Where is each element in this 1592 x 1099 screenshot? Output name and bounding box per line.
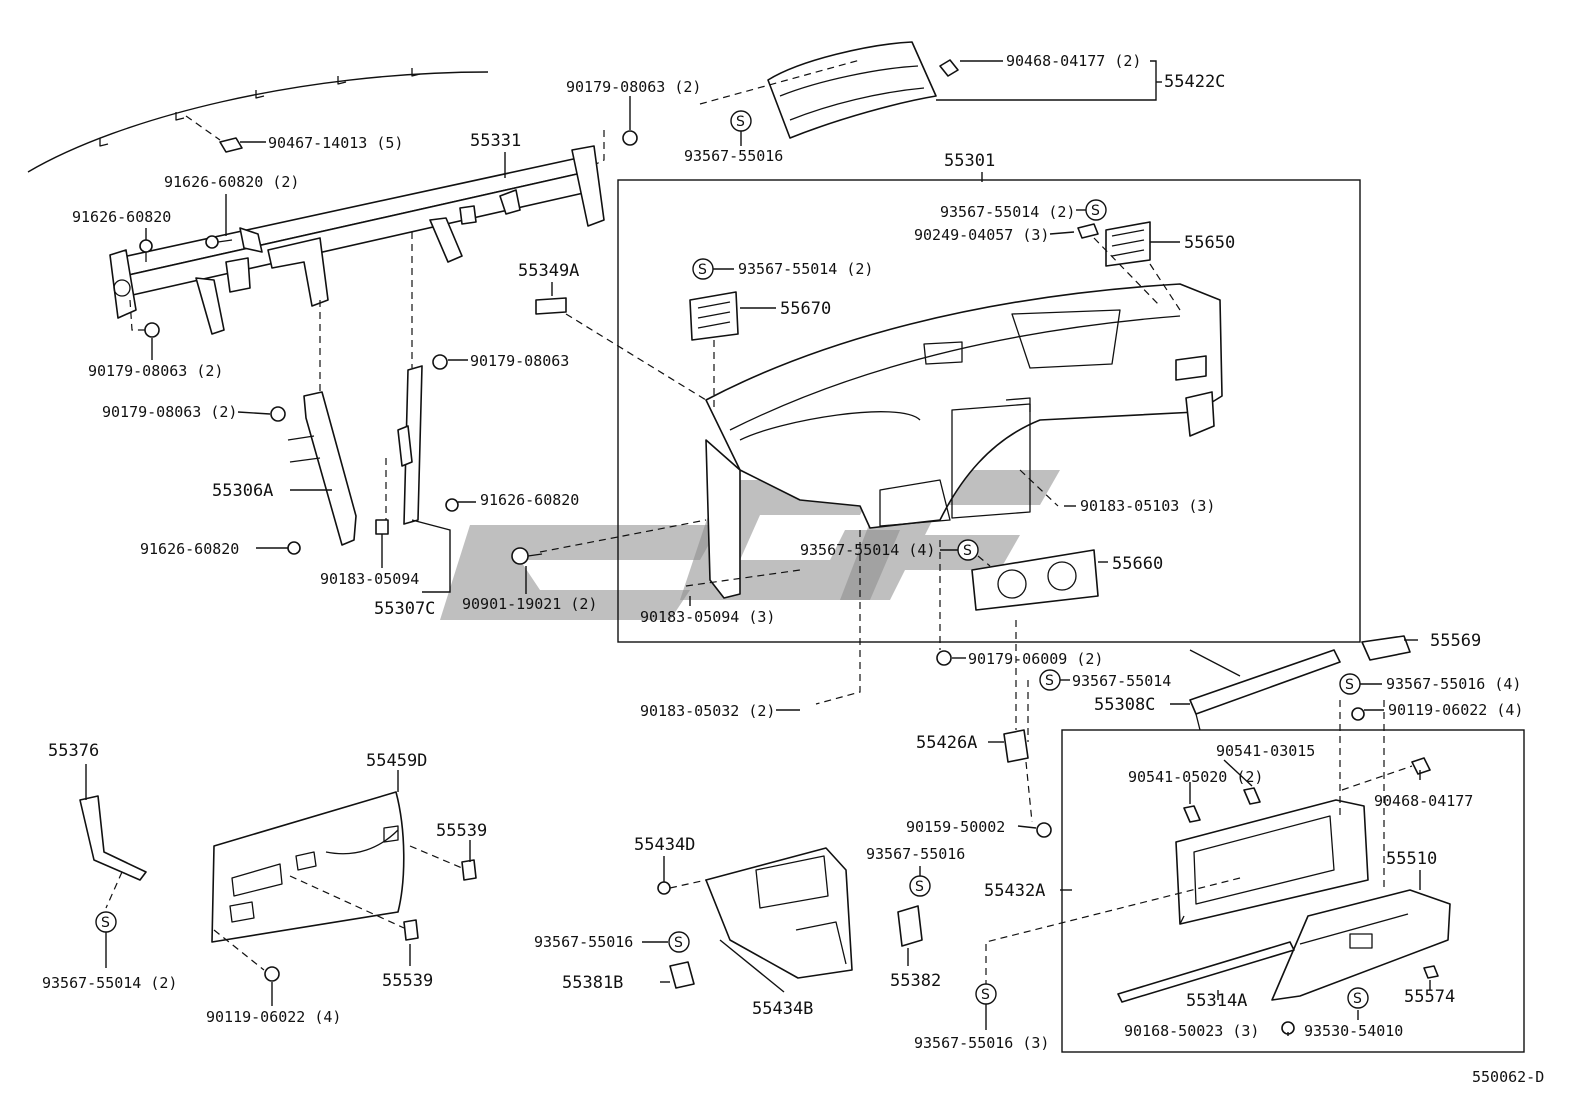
label-93567-55016: 93567-55016 (3) [914,1034,1049,1052]
label-55314A: 55314A [1186,991,1247,1011]
label-91626-60820: 91626-60820 (2) [164,173,299,191]
label-90119-06022: 90119-06022 (4) [206,1008,341,1026]
label-93567-55016: 93567-55016 [534,933,633,951]
label-90541-05020: 90541-05020 (2) [1128,768,1263,786]
strip-55349A [535,297,567,315]
cluster-hood-55422C [767,41,959,139]
label-55426A: 55426A [916,733,977,753]
label-90179-08063: 90179-08063 (2) [566,78,701,96]
svg-text:S: S [698,262,707,278]
label-90467-14013: 90467-14013 (5) [268,134,403,152]
glovebox-frame-55432A [1175,799,1369,925]
bracket-55426A [936,650,1052,838]
label-55306A: 55306A [212,481,273,501]
svg-text:S: S [674,935,683,951]
label-90179-08063: 90179-08063 (2) [88,362,223,380]
label-93567-55016: 93567-55016 (4) [1386,675,1521,693]
brace-55307C [375,365,423,535]
label-55434D: 55434D [634,835,695,855]
label-55569: 55569 [1430,631,1481,651]
label-90179-08063: 90179-08063 (2) [102,403,237,421]
label-93567-55014: 93567-55014 (2) [42,974,177,992]
label-90183-05103: 90183-05103 (3) [1080,497,1215,515]
label-90179-08063: 90179-08063 [470,352,569,370]
part-55569 [1361,635,1411,661]
label-55331: 55331 [470,131,521,151]
label-93567-55016: 93567-55016 [684,147,783,165]
label-93567-55014: 93567-55014 [1072,672,1171,690]
svg-text:S: S [1045,673,1054,689]
label-55650: 55650 [1184,233,1235,253]
bolt-icon [139,130,638,565]
label-55670: 55670 [780,299,831,319]
label-93567-55014: 93567-55014 (2) [738,260,873,278]
diagram-id: 550062-D [1472,1068,1544,1086]
label-55301: 55301 [944,151,995,171]
vent-icon [689,221,1151,611]
label-55459D: 55459D [366,751,427,771]
label-93567-55016: 93567-55016 [866,845,965,863]
svg-text:S: S [981,987,990,1003]
panel-assembly-box [617,179,1361,643]
label-90249-04057: 90249-04057 (3) [914,226,1049,244]
instrument-panel-55301 [705,283,1223,599]
bracket-55382 [897,905,923,947]
label-55432A: 55432A [984,881,1045,901]
label-55539: 55539 [436,821,487,841]
bracket-55306A [287,391,357,546]
label-90183-05094: 90183-05094 (3) [640,608,775,626]
glovebox-hinge-55314A [1117,941,1295,1003]
label-55574: 55574 [1404,987,1455,1007]
label-93530-54010: 93530-54010 [1304,1022,1403,1040]
part-labels: 55422C 90468-04177 (2) 93567-55016 90179… [42,52,1544,1086]
console-55434B [657,847,853,989]
glovebox-door-55510 [1271,889,1451,1001]
svg-text:S: S [1353,991,1362,1007]
fastener-icon [1183,707,1439,1035]
svg-text:S: S [736,114,745,130]
svg-text:S: S [101,915,110,931]
label-55510: 55510 [1386,849,1437,869]
label-55349A: 55349A [518,261,579,281]
label-55307C: 55307C [374,599,435,619]
label-55422C: 55422C [1164,72,1225,92]
label-90541-03015: 90541-03015 [1216,742,1315,760]
label-55381B: 55381B [562,973,623,993]
label-90468-04177: 90468-04177 [1374,792,1473,810]
instrument-panel-reinforcement [109,145,605,335]
svg-text:S: S [915,879,924,895]
label-90179-06009: 90179-06009 (2) [968,650,1103,668]
label-90168-50023: 90168-50023 (3) [1124,1022,1259,1040]
label-90901-19021: 90901-19021 (2) [462,595,597,613]
label-91626-60820: 91626-60820 [140,540,239,558]
leader-lines [85,59,1431,1036]
label-90119-06022: 90119-06022 (4) [1388,701,1523,719]
label-55308C: 55308C [1094,695,1155,715]
label-55434B: 55434B [752,999,813,1019]
bracket-55376 [79,795,147,881]
svg-text:S: S [963,543,972,559]
label-90183-05032: 90183-05032 (2) [640,702,775,720]
label-55539: 55539 [382,971,433,991]
label-91626-60820: 91626-60820 [480,491,579,509]
lower-panel-55459D [211,791,477,982]
glovebox-area-box [1061,729,1525,1053]
cowl-top-line [27,68,489,173]
label-90159-50002: 90159-50002 [906,818,1005,836]
label-55660: 55660 [1112,554,1163,574]
label-90468-04177: 90468-04177 (2) [1006,52,1141,70]
label-55376: 55376 [48,741,99,761]
bracket-55308C [1189,649,1341,731]
svg-text:S: S [1345,677,1354,693]
label-91626-60820: 91626-60820 [72,208,171,226]
label-90183-05094: 90183-05094 [320,570,419,588]
label-93567-55014: 93567-55014 (2) [940,203,1075,221]
label-93567-55014: 93567-55014 (4) [800,541,935,559]
label-55382: 55382 [890,971,941,991]
svg-text:S: S [1091,203,1100,219]
